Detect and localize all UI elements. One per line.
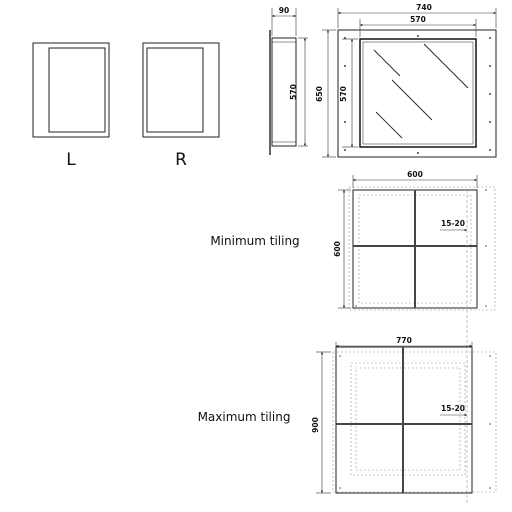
min-height-label: 600 [333,241,342,257]
side-view [269,30,297,155]
minimum-tiling-view [348,186,496,505]
right-variant-label: R [175,150,187,170]
min-width-label: 600 [407,170,423,179]
inner-height-label: 570 [339,86,348,102]
maximum-tiling-view [332,346,497,494]
minimum-screw-holes [355,189,487,307]
right-variant-view [142,42,220,138]
inner-width-label: 570 [410,15,426,24]
max-height-label: 900 [311,417,320,433]
left-variant-view [32,42,110,138]
minimum-dimensions [338,175,478,309]
outer-height-label: 650 [315,86,324,102]
maximum-tiling-label: Maximum tiling [198,410,291,424]
minimum-tiling-label: Minimum tiling [210,234,299,248]
depth-label: 90 [279,6,289,15]
front-view [337,29,497,158]
mirror-glare [373,43,469,139]
outer-width-label: 740 [416,3,432,12]
front-dimensions [322,8,497,158]
max-gap-label: 15-20 [441,404,465,413]
min-gap-label: 15-20 [441,219,465,228]
maximum-screw-holes [339,355,491,489]
side-height-label: 570 [289,84,298,100]
left-variant-label: L [66,150,76,170]
front-screw-holes [344,35,491,154]
maximum-dimensions [316,342,473,494]
depth-dimension [271,8,308,147]
max-width-label: 770 [396,336,412,345]
